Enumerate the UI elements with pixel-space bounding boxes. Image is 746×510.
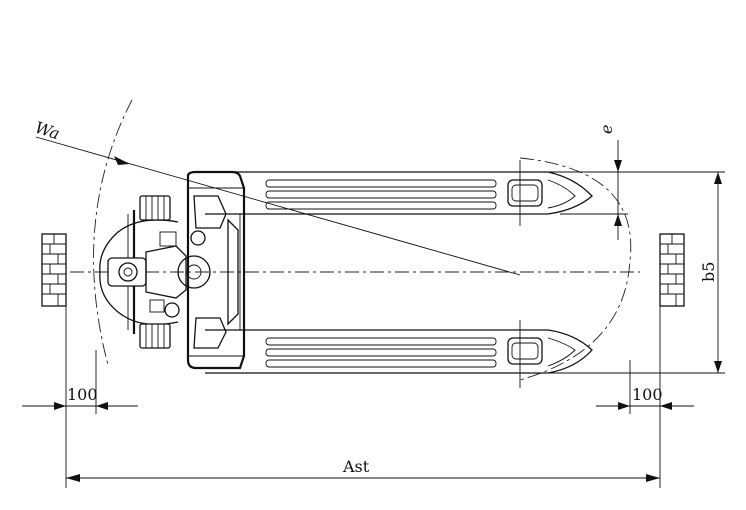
ast-arrow-left: [66, 474, 80, 482]
label-ast: Ast: [342, 457, 370, 476]
truck-body: [205, 160, 593, 388]
label-dim-left: 100: [67, 385, 98, 404]
right-pallet: [659, 233, 685, 307]
label-b5: b5: [699, 262, 718, 282]
e-arrow-bottom: [614, 214, 622, 226]
ast-arrow-right: [646, 474, 660, 482]
label-e: e: [597, 125, 616, 134]
right-100-arrow-a: [618, 402, 630, 410]
e-arrow-top: [614, 160, 622, 172]
left-100-arrow-b: [96, 402, 108, 410]
chassis-frame: [186, 170, 246, 370]
b5-arrow-bottom: [714, 361, 722, 373]
b5-arrow-top: [714, 172, 722, 184]
left-100-arrow-a: [54, 402, 66, 410]
left-pallet: [41, 233, 67, 307]
outer-swing-arc: [519, 157, 632, 381]
right-100-arrow-b: [660, 402, 672, 410]
tiller-assembly: [99, 195, 211, 349]
turning-radius-arc: [93, 99, 133, 366]
wa-diagonal-line: [35, 136, 521, 276]
label-wa: Wa: [33, 118, 62, 144]
label-dim-right: 100: [632, 385, 663, 404]
wa-arrow: [114, 156, 130, 165]
